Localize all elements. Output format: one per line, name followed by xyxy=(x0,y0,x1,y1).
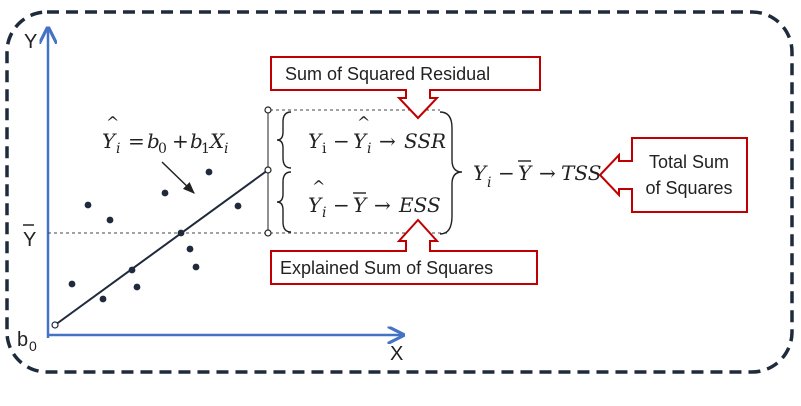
observation-marker xyxy=(264,106,272,114)
ess-term: Y ^ i − Y → ESS xyxy=(308,177,441,221)
regression-equation: Y ^ i = b 0 + b 1 X i xyxy=(102,113,228,157)
ess-callout: Explained Sum of Squares xyxy=(270,218,538,285)
ess-ybar: Y xyxy=(353,193,368,217)
equation-b1-subscript: 1 xyxy=(201,141,210,157)
equation-y-subscript: i xyxy=(116,141,120,157)
equation-equals: = xyxy=(128,129,145,153)
scatter-point xyxy=(128,266,136,274)
scatter-point xyxy=(192,263,200,271)
equation-b1: b xyxy=(190,129,203,153)
tss-term: Y i − Y → TSS xyxy=(473,160,601,191)
ssr-brace xyxy=(276,111,292,169)
tss-arrow: → xyxy=(539,161,556,185)
scatter-point xyxy=(205,168,213,176)
scatter-point xyxy=(68,280,76,288)
scatter-point xyxy=(106,216,114,224)
ess-label: ESS xyxy=(398,193,441,217)
ess-callout-text: Explained Sum of Squares xyxy=(280,258,493,278)
scatter-points xyxy=(68,168,242,303)
tss-minus: − xyxy=(498,161,515,185)
left-arrow-callout-icon xyxy=(598,137,748,213)
tss-y: Y xyxy=(473,161,488,185)
tss-y-subscript: i xyxy=(487,175,491,191)
dashed-frame xyxy=(5,10,794,374)
scatter-point xyxy=(161,189,169,197)
scatter-point xyxy=(186,245,194,253)
scatter-point xyxy=(99,295,107,303)
ybar-label: Y xyxy=(23,224,36,251)
intercept-letter: b xyxy=(17,329,28,351)
equation-plus: + xyxy=(172,129,189,153)
y-axis-label: Y xyxy=(24,31,37,53)
scatter-point xyxy=(234,202,242,210)
ssr-callout-text: Sum of Squared Residual xyxy=(285,64,490,84)
fitted-marker xyxy=(264,166,272,174)
ssr-callout: Sum of Squared Residual xyxy=(270,56,541,120)
up-arrow-callout-icon xyxy=(270,218,538,285)
intercept-subscript: 0 xyxy=(29,338,37,354)
equation-y: Y xyxy=(102,129,117,153)
equation-pointer-arrow xyxy=(161,161,195,194)
scatter-point xyxy=(84,201,92,209)
tss-callout-line1: Total Sum xyxy=(649,152,729,172)
ess-yhat: Y xyxy=(308,193,323,217)
ess-brace xyxy=(276,171,292,233)
equation-x-subscript: i xyxy=(224,141,228,157)
ess-yhat-subscript: i xyxy=(322,205,326,221)
tss-brace xyxy=(439,111,463,235)
ess-hat: ^ xyxy=(312,177,325,196)
ess-minus: − xyxy=(333,193,350,217)
ssr-label: SSR xyxy=(404,129,446,153)
intercept-marker xyxy=(51,321,59,329)
intercept-label: b 0 xyxy=(17,329,37,354)
ssr-minus: − xyxy=(333,129,350,153)
ssr-yhat: Y xyxy=(353,129,368,153)
tss-callout: Total Sum of Squares xyxy=(598,137,748,213)
tss-ybar: Y xyxy=(518,161,533,185)
equation-b0-subscript: 0 xyxy=(158,141,167,157)
tss-label: TSS xyxy=(561,161,601,185)
equation-hat: ^ xyxy=(106,113,119,132)
ybar-letter: Y xyxy=(23,229,36,251)
equation-x: X xyxy=(208,129,225,153)
mean-marker xyxy=(264,229,272,237)
ssr-arrow: → xyxy=(379,129,396,153)
scatter-point xyxy=(133,283,141,291)
ssr-term: Y i − Y ^ i → SSR xyxy=(308,113,446,157)
ssr-y: Y xyxy=(308,129,323,153)
down-arrow-callout-icon xyxy=(270,56,541,120)
scatter-point xyxy=(177,229,185,237)
regression-line xyxy=(54,169,269,326)
ssr-hat: ^ xyxy=(357,113,370,132)
ssr-yhat-subscript: i xyxy=(367,141,371,157)
equation-b0: b xyxy=(147,129,160,153)
tss-callout-line2: of Squares xyxy=(645,178,732,198)
x-axis-label: X xyxy=(390,343,403,365)
ess-arrow: → xyxy=(374,193,391,217)
ssr-y-subscript: i xyxy=(322,141,327,157)
